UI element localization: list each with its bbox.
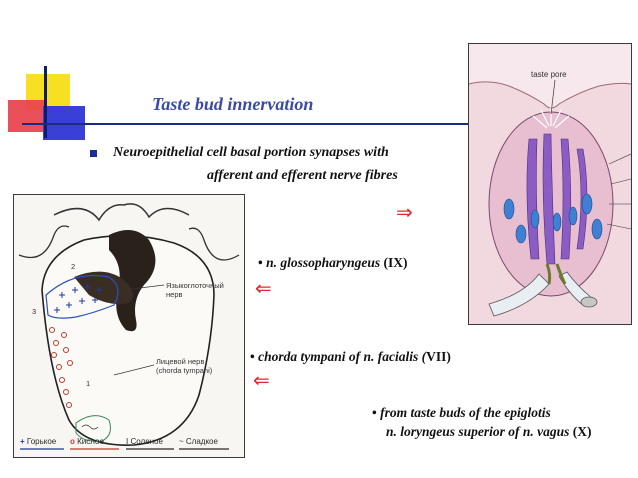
region-number-3: 3 bbox=[32, 307, 37, 316]
bullet-text-line1: Neuroepithelial cell basal portion synap… bbox=[113, 145, 389, 160]
facial-label-line1: Лицевой нерв bbox=[156, 357, 205, 366]
legend-label: Соленое bbox=[130, 437, 163, 446]
logo-vertical-bar bbox=[44, 66, 47, 138]
sweet-symbol-icon: ~ bbox=[179, 437, 184, 446]
nerve-vagus: n. loryngeus superior of n. vagus (X) bbox=[386, 424, 592, 440]
nerve-glossopharyngeus: • n. glossopharyngeus (IX) bbox=[258, 255, 408, 271]
bullet-dot: • bbox=[250, 349, 255, 364]
logo-red-square bbox=[8, 100, 46, 132]
legend-label: Горькое bbox=[26, 437, 57, 446]
arrow-right-icon: ⇒ bbox=[396, 200, 413, 224]
arrow-left-icon: ⇐ bbox=[253, 368, 270, 392]
tongue-drawing bbox=[18, 203, 240, 450]
region-number-1: 1 bbox=[86, 379, 91, 388]
taste-bud-drawing bbox=[469, 44, 631, 324]
nerve-chorda-tympani: • chorda tympani of n. facialis (VII) bbox=[250, 349, 451, 365]
legend-label: Кислое bbox=[77, 437, 104, 446]
sour-symbol-icon: o bbox=[70, 437, 75, 446]
slide-title: Taste bud innervation bbox=[152, 94, 314, 114]
legend-salty: I Соленое bbox=[126, 437, 163, 446]
glossopharyngeal-label: Языкоглоточный нерв bbox=[166, 281, 224, 299]
facial-label-line2: (chorda tympani) bbox=[156, 366, 213, 375]
nerve-name: n. loryngeus superior of n. vagus bbox=[386, 424, 570, 439]
nerve-name: n. glossopharyngeus bbox=[262, 255, 381, 270]
legend-bitter: + Горькое bbox=[20, 437, 56, 446]
legend-label: Сладкое bbox=[185, 437, 218, 446]
legend-sour: o Кислое bbox=[70, 437, 104, 446]
legend-sweet: ~ Сладкое bbox=[179, 437, 218, 446]
bullet-text-line2: afferent and efferent nerve fibres bbox=[207, 168, 398, 183]
nerve-name: from taste buds of the epiglotis bbox=[376, 405, 551, 420]
taste-pore-label: taste pore bbox=[531, 70, 567, 79]
facial-nerve-label: Лицевой нерв (chorda tympani) bbox=[156, 357, 212, 375]
taste-bud-illustration: taste pore bbox=[468, 43, 632, 325]
bullet-dot: • bbox=[372, 405, 377, 420]
bullet-square-icon bbox=[90, 150, 97, 157]
arrow-left-icon: ⇐ bbox=[255, 276, 272, 300]
title-underline bbox=[22, 123, 472, 125]
nerve-number: (IX) bbox=[380, 255, 408, 270]
glosso-label-line2: нерв bbox=[166, 290, 183, 299]
glosso-label-line1: Языкоглоточный bbox=[166, 281, 224, 290]
nerve-number: (X) bbox=[569, 424, 592, 439]
nerve-number: VII) bbox=[426, 349, 451, 364]
nerve-epiglottis: • from taste buds of the epiglotis bbox=[372, 405, 551, 421]
region-number-2: 2 bbox=[71, 262, 76, 271]
tongue-diagram: 2 3 1 Языкоглоточный нерв Лицевой нерв (… bbox=[13, 194, 245, 458]
salty-symbol-icon: I bbox=[126, 437, 129, 446]
bullet-dot: • bbox=[258, 255, 263, 270]
bitter-symbol-icon: + bbox=[20, 437, 25, 446]
nerve-name: chorda tympani of n. facialis ( bbox=[254, 349, 427, 364]
